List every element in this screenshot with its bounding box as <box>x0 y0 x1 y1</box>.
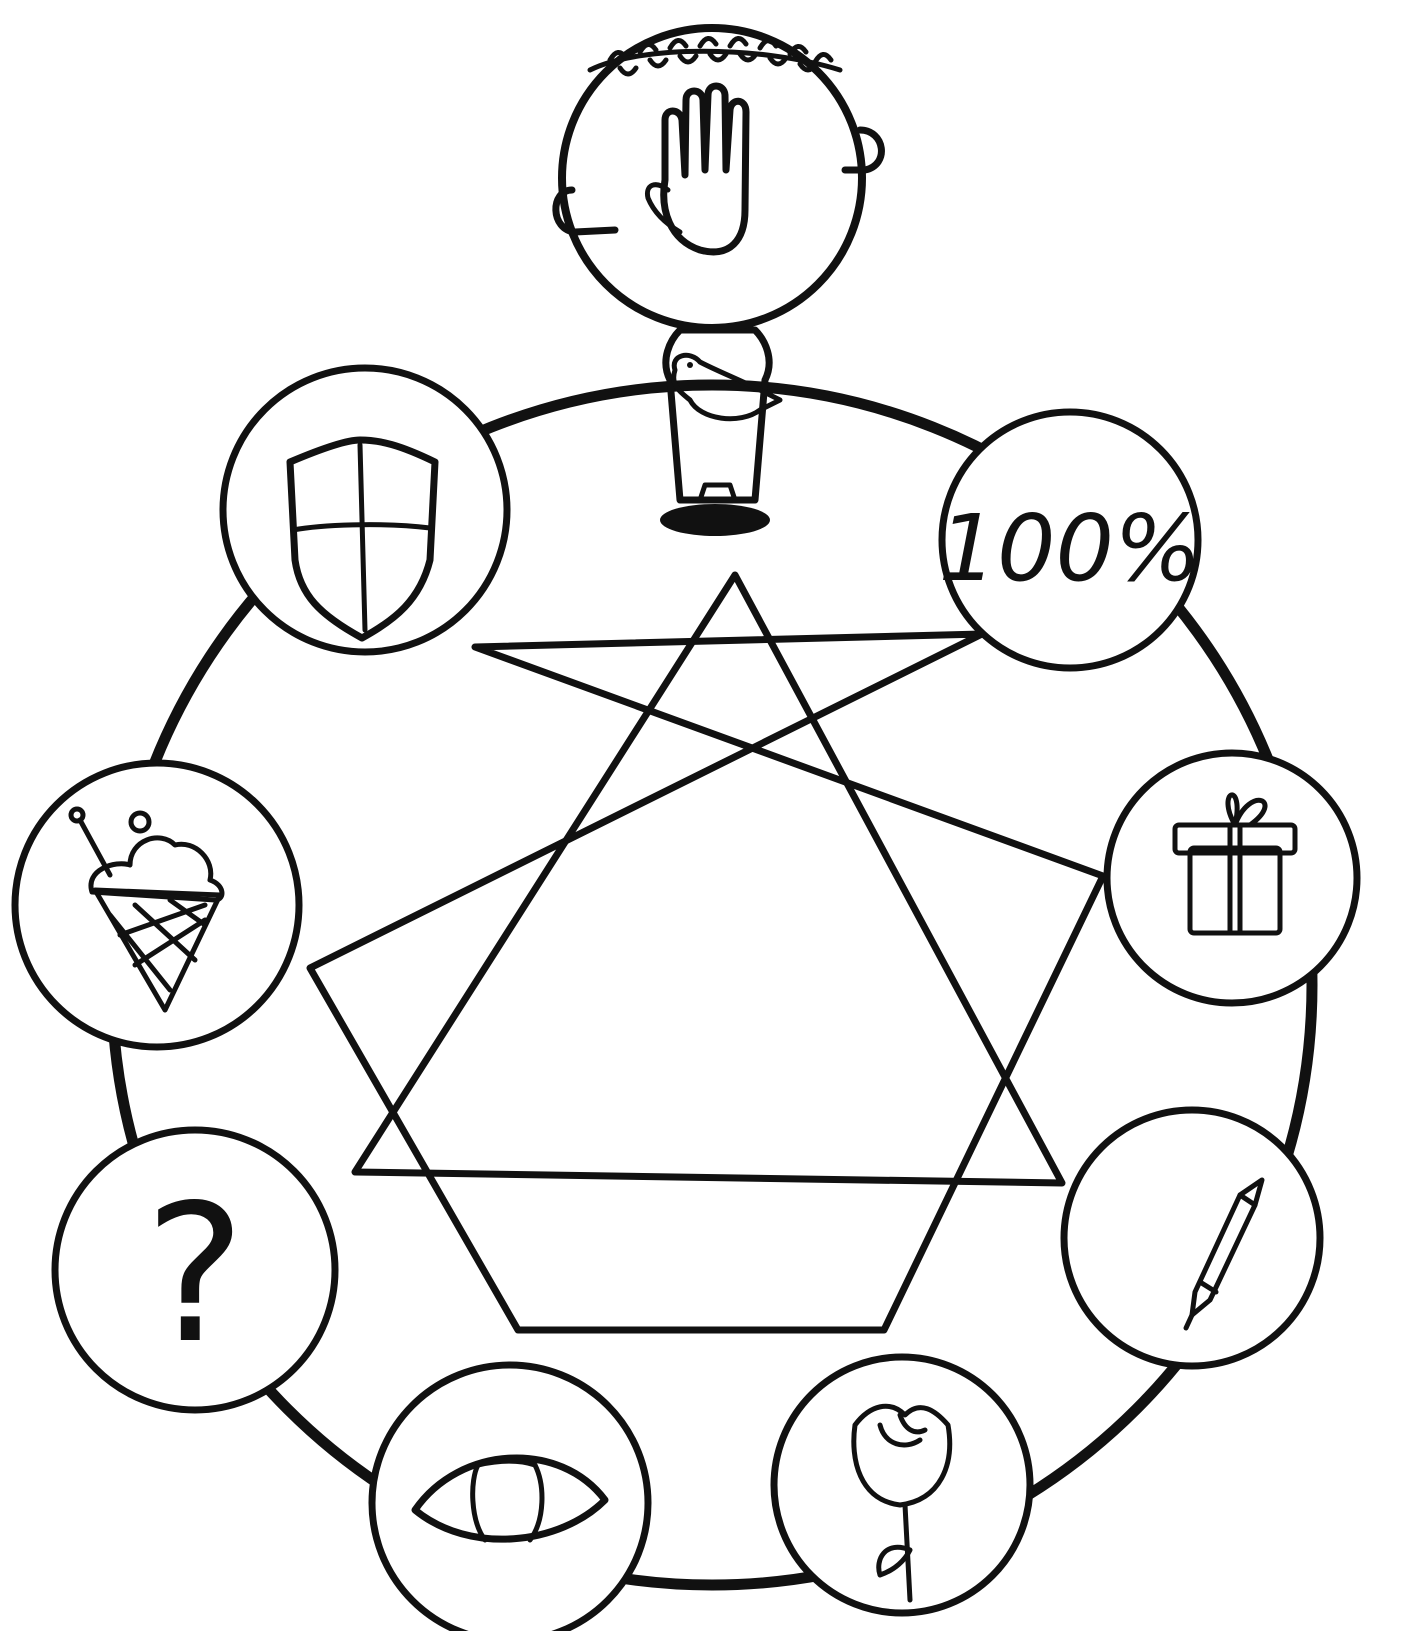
hexad-line <box>306 630 1107 1334</box>
bird-eye <box>687 362 693 368</box>
figure-body <box>662 326 773 504</box>
node-6-disc <box>368 1361 652 1631</box>
node-7-disc <box>51 1126 339 1414</box>
rose-icon <box>851 1403 953 1603</box>
node-9 <box>219 364 511 656</box>
percent-label: 100% <box>938 495 1201 602</box>
enneagram-star <box>306 571 1107 1334</box>
gift-icon <box>1172 792 1298 936</box>
node-8 <box>11 759 303 1051</box>
node-4 <box>1060 1106 1324 1370</box>
shield-icon <box>286 436 439 642</box>
question-mark-label: ? <box>145 1164 246 1385</box>
node-8-disc <box>11 759 303 1051</box>
figure-ear-left <box>552 186 619 236</box>
node-1 <box>552 24 885 536</box>
node-4-disc <box>1060 1106 1324 1370</box>
node-6 <box>368 1361 652 1631</box>
bird-icon <box>671 352 783 422</box>
node-2: 100% <box>938 408 1202 672</box>
node-2-disc <box>938 408 1202 672</box>
node-5 <box>770 1353 1034 1617</box>
pen-icon <box>1183 1177 1265 1331</box>
triangle-line <box>351 571 1066 1187</box>
raised-hand-icon <box>660 82 750 256</box>
figure-shadow <box>660 504 770 536</box>
figure-ear-right <box>841 126 885 174</box>
node-9-disc <box>219 364 511 656</box>
hand-thumb <box>644 182 683 235</box>
ice-cream-icon <box>68 806 225 1013</box>
laurel-wreath-icon <box>587 36 843 77</box>
node-3 <box>1103 749 1361 1007</box>
node-7: ? <box>51 1126 339 1414</box>
figure-legs <box>697 482 738 503</box>
eye-icon <box>411 1454 609 1543</box>
node-5-disc <box>770 1353 1034 1617</box>
figure-head <box>558 24 866 332</box>
